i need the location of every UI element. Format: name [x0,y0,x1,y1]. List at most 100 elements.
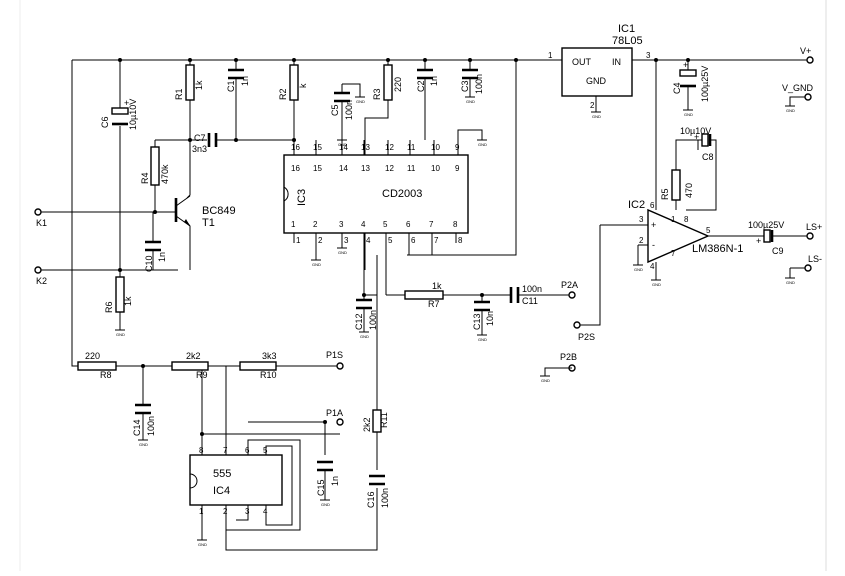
component-label: R9 [196,370,208,380]
ground-label: GND [360,334,369,339]
ground-symbol: GND [138,439,148,447]
ground-label: GND [139,442,148,447]
ic1-gnd-label: GND [586,76,607,86]
ground-symbol: GND [465,96,475,104]
component-label: C16 [366,491,376,508]
ic3-cd2003: CD2003 IC3 16161515141413131212111110109… [283,143,469,245]
component-label: C3 [460,80,470,92]
ic4-pin-label: 3 [245,507,250,516]
component-label: R10 [260,370,277,380]
capacitor-c14: C14 100n [132,403,156,436]
ic3-pin-label: 16 [291,164,300,173]
ic1-pin1: 1 [548,51,553,60]
component-label: C14 [132,419,142,436]
component-label: K1 [36,218,47,228]
ic4-pin-label: 8 [199,446,204,455]
ic3-pin-label: 6 [406,220,411,229]
ground-label: GND [312,262,321,267]
ic3-pin-label: 5 [388,236,393,245]
ic3-pin-label: 15 [313,143,322,152]
resistor-r9: 2k2 R9 [171,351,209,380]
terminal-vplus: V+ [800,46,814,64]
ic3-pin-label: 11 [407,143,416,152]
component-label: LS- [808,254,822,264]
component-label: R1 [174,88,184,100]
ground-label: GND [592,114,601,119]
terminal-p2a: P2A [561,280,578,299]
ic3-pin-label: 6 [411,236,416,245]
ic3-pin-label: 16 [291,143,300,152]
ground-label: GND [478,142,487,147]
ground-symbol: GND [683,109,693,117]
ic3-pin-label: 13 [361,164,370,173]
component-label: C13 [472,313,482,330]
component-label: R6 [104,301,114,313]
component-label: 100n [344,100,354,120]
capacitors: C1 1n C2 1n C3 100n C5 100n C10 1n C12 1… [100,60,784,508]
ic2-lm386: IC2 LM386N-1 + - 3 2 6 4 1 8 7 5 [628,199,743,271]
ic3-pin-label: 9 [455,143,460,152]
component-label: 220 [85,351,100,361]
ic4-ref: IC4 [213,485,230,497]
component-label: k [298,83,308,88]
component-label: P1S [326,350,343,360]
ground-symbol: GND [359,331,369,339]
ic1-out-label: OUT [572,57,592,67]
component-label: 2k2 [362,417,372,432]
ground-label: GND [634,267,643,272]
component-label: + [683,60,688,70]
ground-label: GND [321,502,330,507]
ground-symbol: GND [651,279,661,287]
resistor-r1: R1 1k [174,64,204,101]
ic3-pin-label: 4 [361,220,366,229]
terminal-vgnd: V_GND [782,83,814,101]
component-label: 3n3 [192,144,207,154]
ic3-value: CD2003 [382,188,422,200]
ground-symbol: GND [320,499,330,507]
ic3-pin-label: 8 [458,236,463,245]
component-label: 100n [368,310,378,330]
component-label: 100n [380,488,390,508]
component-label: 1k [432,281,442,291]
ic2-pin7: 7 [671,249,676,258]
ic3-pin-label: 2 [313,220,318,229]
ground-label: GND [684,112,693,117]
ic3-pin-label: 3 [344,236,349,245]
ic1-regulator: IC1 78L05 OUT IN GND 1 3 2 [548,23,651,110]
component-label: K2 [36,276,47,286]
ic3-pin-label: 12 [385,143,394,152]
capacitor-c3: C3 100n [460,68,484,94]
capacitor-c10: C10 1n [144,240,167,272]
ic4-pin-label: 1 [199,507,204,516]
component-label: + [756,236,761,246]
component-label: C10 [144,255,154,272]
ic4-pin-label: 7 [223,446,228,455]
component-label: 10n [485,311,495,326]
resistor-r3: R3 220 [372,64,403,101]
ic3-pin-label: 13 [361,143,370,152]
ic4-value: 555 [213,468,231,480]
ic2-plus: + [651,220,656,230]
resistor-r2: R2 k [278,64,308,101]
component-label: R4 [140,172,150,184]
ground-label: GND [541,378,550,383]
ic1-in-label: IN [612,57,621,67]
t1-type: BC849 [202,205,236,217]
component-label: R7 [428,299,440,309]
ground-label: GND [338,142,347,147]
terminal-p1a: P1A [326,408,344,426]
component-label: C1 [226,80,236,92]
ic2-pin2: 2 [639,236,644,245]
ground-symbol: GND [115,329,125,337]
component-label: + [124,98,129,108]
ground-label: GND [652,282,661,287]
component-label: P2S [578,332,595,342]
component-label: LS+ [806,222,822,232]
terminal-lsminus: LS- [804,254,822,272]
transistor-t1: BC849 T1 [172,195,236,229]
ground-symbol: GND [633,264,643,272]
ic3-pin-label: 11 [407,164,416,173]
